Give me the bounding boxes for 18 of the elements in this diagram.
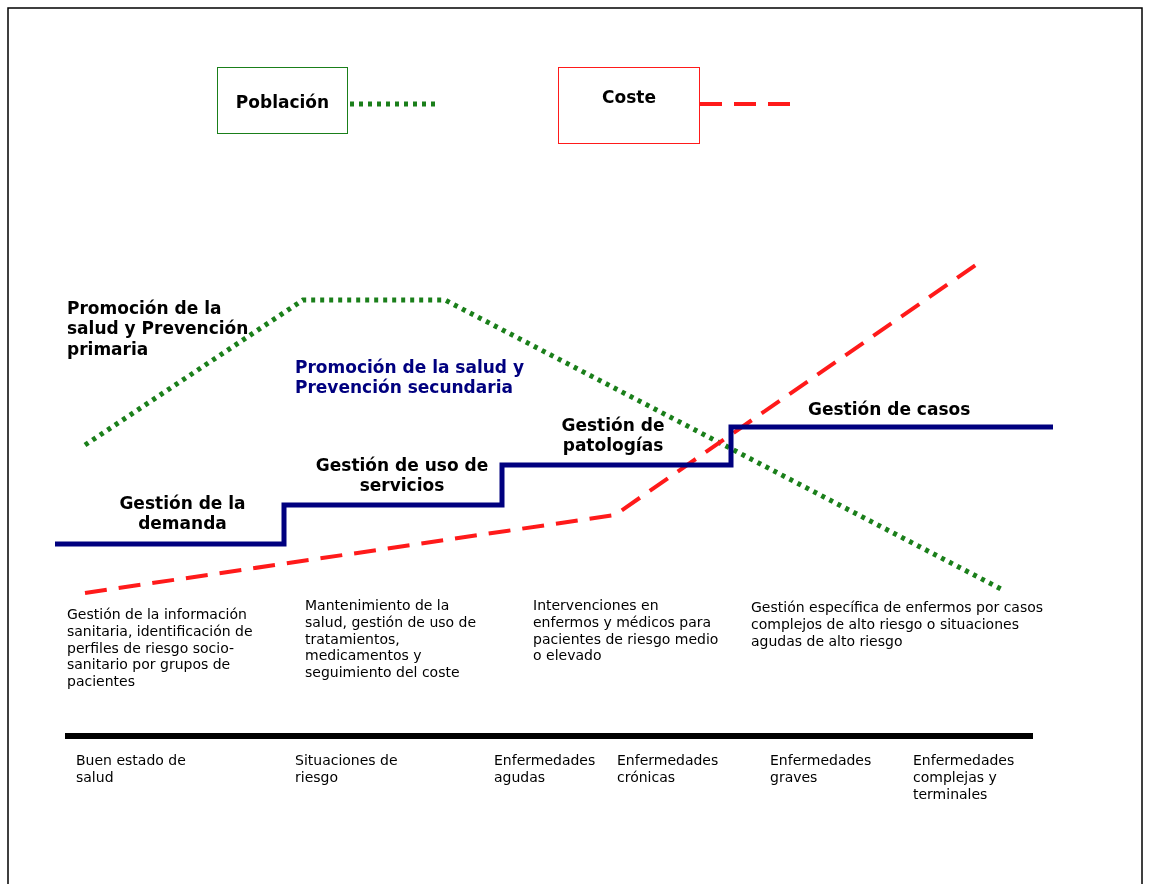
category-label: Buen estado de salud <box>76 752 187 786</box>
description-text: Intervenciones en enfermos y médicos para pacientes de riesgo medio o elevado <box>533 597 720 665</box>
category-label: Enfermedades complejas y terminales <box>913 752 1016 803</box>
heading-text: Gestión de la demanda <box>118 493 247 534</box>
heading-text: Promoción de la salud y Prevención primaria <box>67 298 250 360</box>
category-label: Enfermedades crónicas <box>617 752 720 786</box>
legend-label: Población <box>235 92 330 112</box>
description-text: Gestión específica de enfermos por casos complejos de alto riesgo o situaciones agudas de alto riesgo <box>751 599 1045 650</box>
description-text: Mantenimiento de la salud, gestión de uso de tratamientos, medicamentos y seguimiento del coste <box>305 597 478 681</box>
heading-text: Gestión de uso de servicios <box>314 455 490 496</box>
heading-text: Gestión de patologías <box>560 415 666 456</box>
heading-text: Promoción de la salud y Prevención secundaria <box>295 357 526 398</box>
heading-text: Gestión de casos <box>808 399 972 420</box>
category-label: Enfermedades agudas <box>494 752 597 786</box>
legend-label: Coste <box>602 87 656 107</box>
category-label: Situaciones de riesgo <box>295 752 399 786</box>
description-text: Gestión de la información sanitaria, identificación de perfiles de riesgo socio-sanitario por grupos de pacientes <box>67 606 254 690</box>
category-label: Enfermedades graves <box>770 752 873 786</box>
